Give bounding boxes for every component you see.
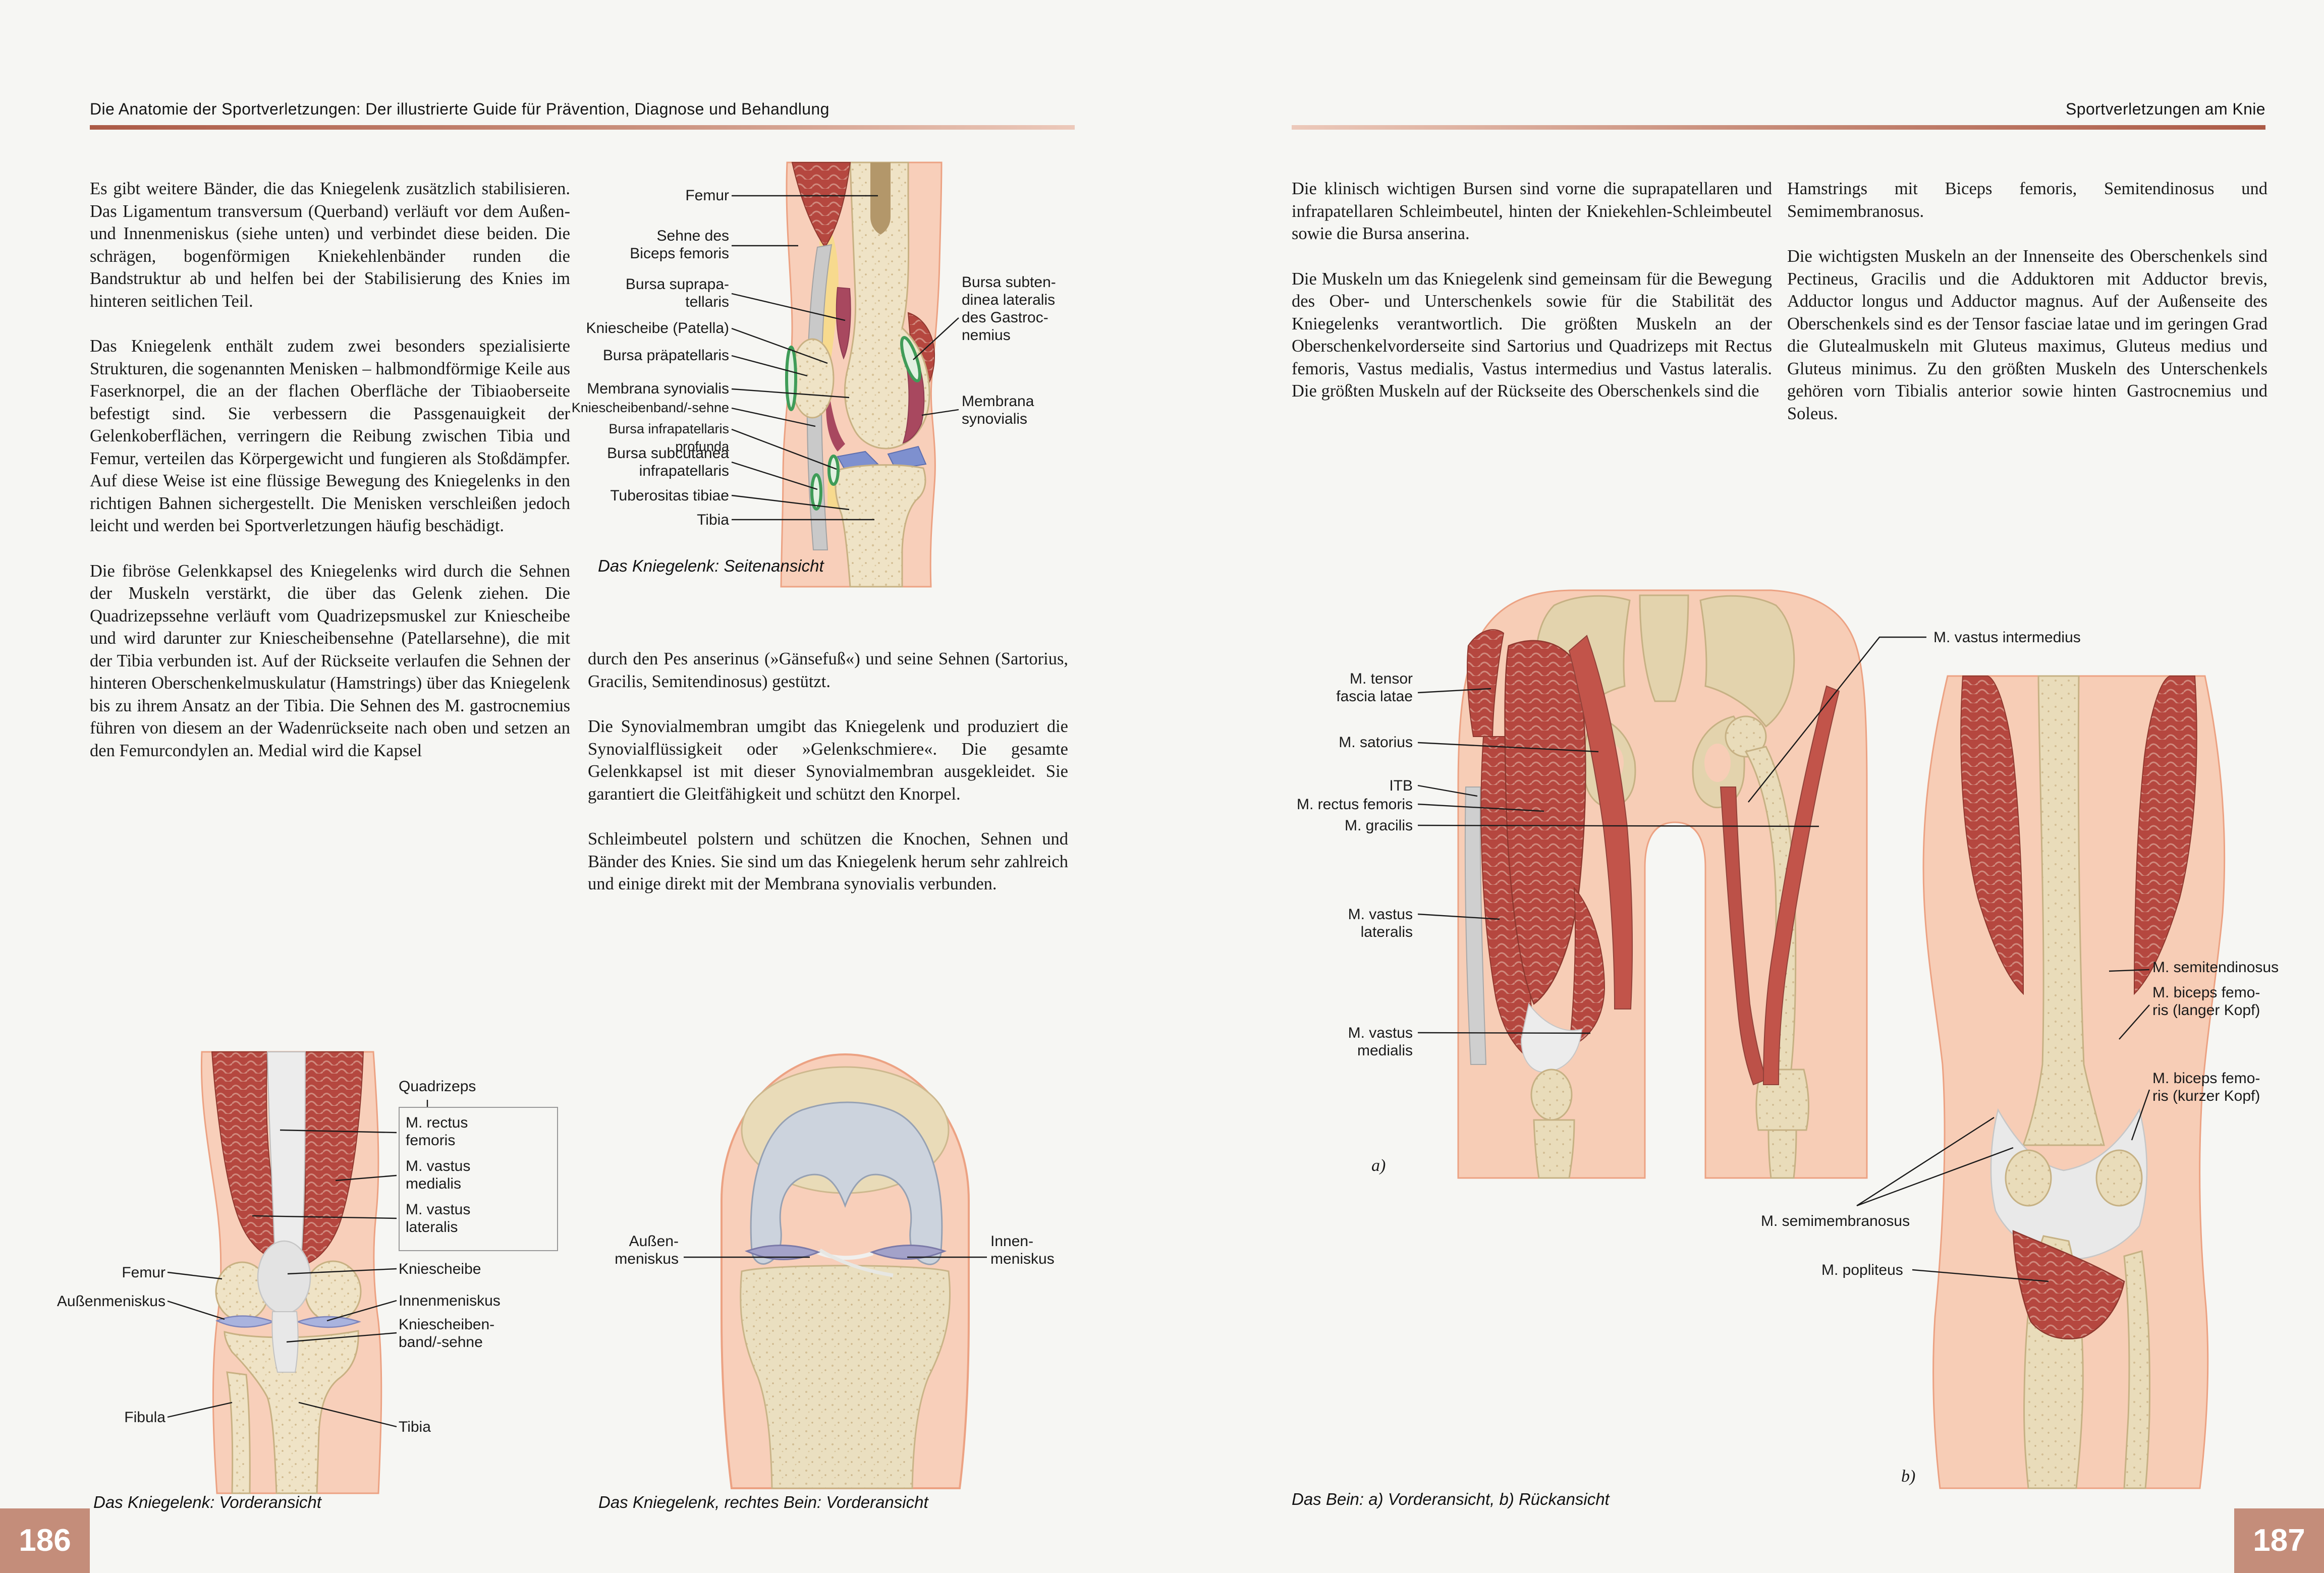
back-view-group: [1922, 675, 2226, 1489]
label-sehne-biceps-femoris: Sehne des Biceps femoris: [630, 228, 729, 262]
paragraph: durch den Pes anserinus (»Gänsefuß«) und…: [588, 649, 1068, 691]
label-rectus-femoris: M. rectus femoris: [1296, 796, 1413, 813]
label-bursa-subcutanea-infrapatellaris: Bursa subcutanea infrapatellaris: [607, 445, 729, 479]
paragraph: Schleimbeutel polstern und schützen die …: [588, 829, 1068, 893]
paragraph: Die wichtigsten Muskeln an der Innenseit…: [1787, 247, 2267, 423]
figure-knee-closeup: Außen- meniskus Innen- meniskus Das Knie…: [580, 1034, 1160, 1519]
label-biceps-femoris-langer-kopf: M. biceps femo- ris (langer Kopf): [2152, 984, 2260, 1019]
bursae: [785, 336, 921, 511]
right-page-column-2: Hamstrings mit Biceps femoris, Semitendi…: [1787, 178, 2267, 425]
fibula-bone: [226, 1371, 251, 1494]
leader-lines: [731, 195, 959, 521]
tibia-bone: [835, 464, 926, 588]
label-rectus-femoris: M. rectus femoris: [406, 1114, 468, 1149]
knee-front-view-illustration: [167, 1051, 428, 1494]
label-vastus-medialis: M. vastus medialis: [406, 1158, 471, 1192]
paragraph: Die klinisch wichtigen Bursen sind vorne…: [1292, 179, 1772, 243]
inner-meniscus: [296, 1316, 361, 1328]
figure-leg-views: M. tensor fascia latae M. satorius ITB M…: [1292, 585, 2296, 1519]
outer-meniscus: [744, 1244, 821, 1260]
left-page-column-1: Es gibt weitere Bänder, die das Kniegele…: [90, 178, 570, 762]
paragraph: Die fibröse Gelenkkapsel des Kniegelenks…: [90, 561, 570, 760]
label-kniescheibe-patella: Kniescheibe (Patella): [586, 320, 730, 336]
label-tuberositas-tibiae: Tuberositas tibiae: [610, 487, 729, 504]
running-head-right: Sportverletzungen am Knie: [2066, 100, 2265, 118]
label-innenmeniskus: Innenmeniskus: [399, 1293, 501, 1309]
knee-side-view-illustration: [731, 161, 959, 588]
quadrizeps-group-box: [399, 1107, 558, 1251]
label-aussenmeniskus: Außen- meniskus: [615, 1233, 679, 1267]
label-itb: ITB: [1389, 777, 1413, 794]
patella-bone: [790, 338, 835, 419]
subfigure-marker-a: a): [1371, 1156, 1386, 1175]
label-semimembranosus: M. semimembranosus: [1761, 1213, 1910, 1229]
label-quadrizeps: Quadrizeps: [399, 1078, 476, 1095]
label-bursa-praepatellaris: Bursa präpatellaris: [602, 347, 729, 364]
label-tibia: Tibia: [399, 1419, 431, 1435]
tibia-plateau: [740, 1265, 951, 1489]
label-vastus-lateralis: M. vastus lateralis: [1348, 906, 1413, 940]
left-page-column-2: durch den Pes anserinus (»Gänsefuß«) und…: [588, 648, 1068, 895]
knee-closeup-illustration: [684, 1053, 987, 1489]
label-semitendinosus: M. semitendinosus: [2152, 959, 2279, 976]
label-bursa-suprapatellaris: Bursa suprapa- tellaris: [625, 276, 729, 310]
label-popliteus: M. popliteus: [1821, 1262, 1903, 1278]
figure-caption: Das Kniegelenk, rechtes Bein: Vorderansi…: [598, 1493, 928, 1511]
label-vastus-lateralis: M. vastus lateralis: [406, 1201, 471, 1235]
label-kniescheibenband: Kniescheibenband/-sehne: [571, 400, 729, 415]
running-head-left: Die Anatomie der Sportverletzungen: Der …: [90, 100, 829, 118]
page-number-left: 186: [0, 1508, 90, 1573]
label-bursa-infrapatellaris-profunda: Bursa infrapatellaris profunda: [608, 421, 729, 454]
header-rule-right: [1292, 125, 2265, 130]
label-bursa-subtendinea-gastrocnemius: Bursa subten- dinea lateralis des Gastro…: [962, 274, 1056, 344]
label-aussenmeniskus: Außenmeniskus: [57, 1293, 165, 1310]
leader-lines: [167, 1100, 428, 1428]
page-number-right: 187: [2234, 1508, 2324, 1573]
paragraph: Es gibt weitere Bänder, die das Kniegele…: [90, 179, 570, 311]
front-view-group: [1457, 589, 1868, 1179]
label-membrana-synovialis-right: Membrana synovialis: [962, 393, 1034, 427]
label-vastus-medialis: M. vastus medialis: [1348, 1025, 1413, 1059]
paragraph: Hamstrings mit Biceps femoris, Semitendi…: [1787, 179, 2267, 221]
right-page-column-1: Die klinisch wichtigen Bursen sind vorne…: [1292, 178, 1772, 403]
paragraph: Das Kniegelenk enthält zudem zwei besond…: [90, 336, 570, 535]
inner-meniscus: [869, 1244, 947, 1260]
label-tibia: Tibia: [697, 512, 729, 528]
figure-caption: Das Bein: a) Vorderansicht, b) Rückansic…: [1292, 1490, 1610, 1508]
patella: [257, 1240, 311, 1315]
label-satorius: M. satorius: [1339, 734, 1413, 751]
label-femur: Femur: [122, 1264, 165, 1281]
subfigure-marker-b: b): [1901, 1467, 1916, 1486]
label-kniescheibe: Kniescheibe: [399, 1261, 481, 1277]
label-membrana-synovialis: Membrana synovialis: [587, 380, 729, 397]
label-biceps-femoris-kurzer-kopf: M. biceps femo- ris (kurzer Kopf): [2152, 1070, 2260, 1104]
paragraph: Die Muskeln um das Kniegelenk sind gemei…: [1292, 269, 1772, 401]
femur-cartilage: [750, 1101, 943, 1265]
figure-knee-side-view: Femur Sehne des Biceps femoris Bursa sup…: [555, 161, 1168, 588]
label-femur: Femur: [685, 187, 729, 204]
label-innenmeniskus: Innen- meniskus: [990, 1233, 1055, 1267]
leader-lines: [1417, 636, 2150, 1282]
label-kniescheibenband: Kniescheiben- band/-sehne: [399, 1316, 495, 1351]
leg-views-illustration: [1417, 589, 2226, 1489]
label-tensor-fascia-latae: M. tensor fascia latae: [1336, 670, 1413, 705]
label-gracilis: M. gracilis: [1344, 817, 1413, 834]
figure-caption: Das Kniegelenk: Vorderansicht: [93, 1493, 321, 1511]
figure-knee-front-view: Quadrizeps M. rectus femoris M. vastus m…: [50, 1049, 605, 1519]
label-fibula: Fibula: [124, 1409, 165, 1426]
tibia-bone: [224, 1330, 359, 1494]
figure-caption: Das Kniegelenk: Seitenansicht: [598, 556, 824, 575]
paragraph: Die Synovialmembran umgibt das Kniegelen…: [588, 717, 1068, 804]
label-vastus-intermedius: M. vastus intermedius: [1933, 629, 2081, 646]
header-rule-left: [90, 125, 1075, 130]
